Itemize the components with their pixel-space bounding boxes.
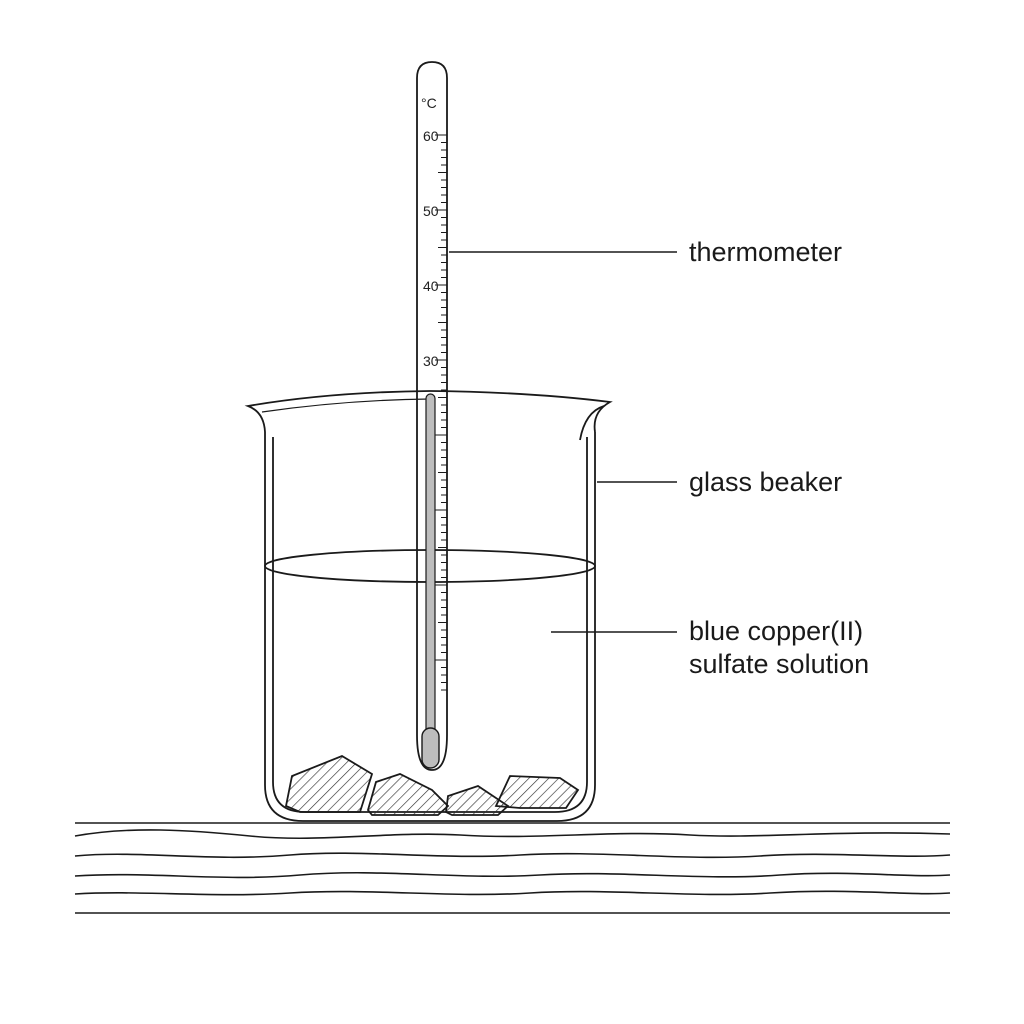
bench-surface	[74, 822, 951, 914]
beaker-rim-inner	[261, 398, 431, 413]
scale-number-50: 50	[423, 203, 439, 219]
unit-label: °C	[421, 95, 437, 111]
crystal	[367, 773, 450, 816]
beaker-outer-wall	[264, 432, 596, 822]
beaker-left-lip	[244, 390, 613, 433]
copper-sulfate-crystals	[284, 754, 580, 816]
thermometer: °C 60 50 40 30	[416, 61, 448, 771]
solution-label-line1: blue copper(II)	[689, 616, 864, 646]
leader-lines	[449, 251, 677, 633]
mercury-column	[425, 393, 436, 735]
glass-beaker-label: glass beaker	[689, 467, 843, 497]
solution-label-line2: sulfate solution	[689, 649, 870, 679]
beaker-pour-spout	[579, 405, 605, 441]
crystal	[284, 754, 374, 813]
mercury-bulb	[421, 727, 440, 769]
scale-number-30: 30	[423, 353, 439, 369]
scale-number-60: 60	[423, 128, 439, 144]
thermometer-label: thermometer	[689, 237, 843, 267]
crystal	[494, 775, 580, 809]
scale-number-40: 40	[423, 278, 439, 294]
thermometer-scale-ticks	[435, 134, 447, 691]
thermometer-glass	[416, 61, 448, 771]
